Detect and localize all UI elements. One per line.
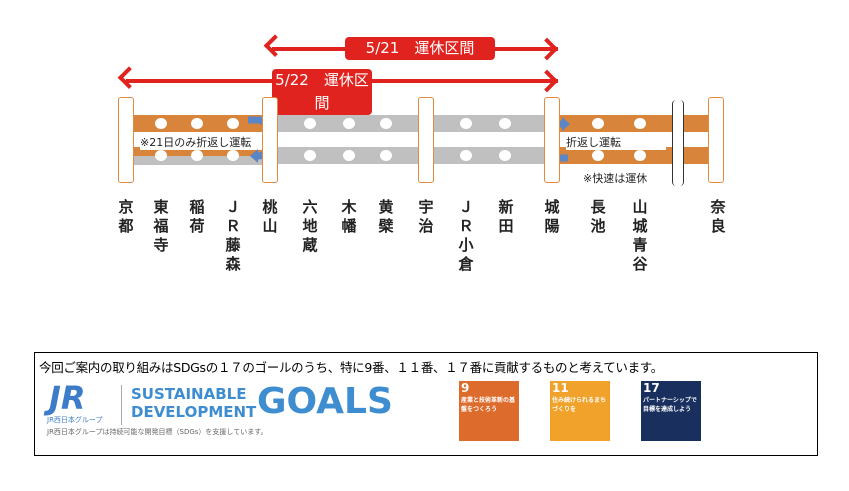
rapid-note: ※快速は運休 xyxy=(583,172,648,185)
station-label: ＪＲ藤森 xyxy=(225,198,241,273)
goal-text: 産業と技術革新の基盤をつくろう xyxy=(461,397,516,413)
sdg-goal-17-icon: 17 パートナーシップで目標を達成しよう xyxy=(641,381,701,441)
suspension-label-521: 5/21 運休区間 xyxy=(345,37,495,60)
station-label: ＪＲ小倉 xyxy=(458,198,474,273)
station-label: 山城青谷 xyxy=(632,198,648,273)
sdgs-panel: 今回ご案内の取り組みはSDGsの１７のゴールのうち、特に9番、１１番、１７番に貢… xyxy=(34,352,818,456)
station-label: 宇治 xyxy=(418,198,434,235)
goal-number: 9 xyxy=(461,381,470,395)
sdg-goal-11-icon: 11 住み続けられるまちづくりを xyxy=(550,381,610,441)
station-box-momoyama xyxy=(262,97,278,183)
station-label: 城陽 xyxy=(544,198,560,235)
left-turnback-note: ※21日のみ折返し運転 xyxy=(140,134,266,150)
station-box-uji xyxy=(418,97,434,183)
sdgs-goals-wordmark: GOALS xyxy=(257,381,393,422)
station-label: 京都 xyxy=(118,198,134,235)
station-label: 桃山 xyxy=(262,198,278,235)
goal-text: パートナーシップで目標を達成しよう xyxy=(643,397,697,413)
station-label: 奈良 xyxy=(710,198,726,235)
station-label: 長池 xyxy=(590,198,606,235)
station-box-nara xyxy=(708,97,724,183)
sdgs-statement: 今回ご案内の取り組みはSDGsの１７のゴールのうち、特に9番、１１番、１７番に貢… xyxy=(39,360,663,375)
station-label: 六地蔵 xyxy=(302,198,318,254)
station-box-kyoto xyxy=(118,97,134,183)
station-box-joyo xyxy=(544,97,560,183)
sdgs-support-text: JR西日本グループは持続可能な開発目標（SDGs）を支援しています。 xyxy=(47,428,268,436)
right-turnback-note: 折返し運転 xyxy=(566,134,666,150)
goal-number: 17 xyxy=(643,381,660,395)
goal-text: 住み続けられるまちづくりを xyxy=(552,397,607,413)
sdgs-title-line1: SUSTAINABLE xyxy=(131,385,247,403)
station-label: 新田 xyxy=(498,198,514,235)
section-break-icon xyxy=(672,100,684,186)
station-label: 東福寺 xyxy=(153,198,169,254)
logo-divider xyxy=(121,385,122,425)
goal-number: 11 xyxy=(552,381,569,395)
suspension-label-522: 5/22 運休区間 xyxy=(272,69,372,115)
sdg-goal-9-icon: 9 産業と技術革新の基盤をつくろう xyxy=(459,381,519,441)
sdgs-title-line2: DEVELOPMENT xyxy=(131,403,257,421)
jr-group-label: JR西日本グループ xyxy=(47,416,103,424)
station-label: 稲荷 xyxy=(189,198,205,235)
jr-logo: JR xyxy=(49,379,86,417)
station-label: 木幡 xyxy=(341,198,357,235)
station-label: 黄檗 xyxy=(378,198,394,235)
